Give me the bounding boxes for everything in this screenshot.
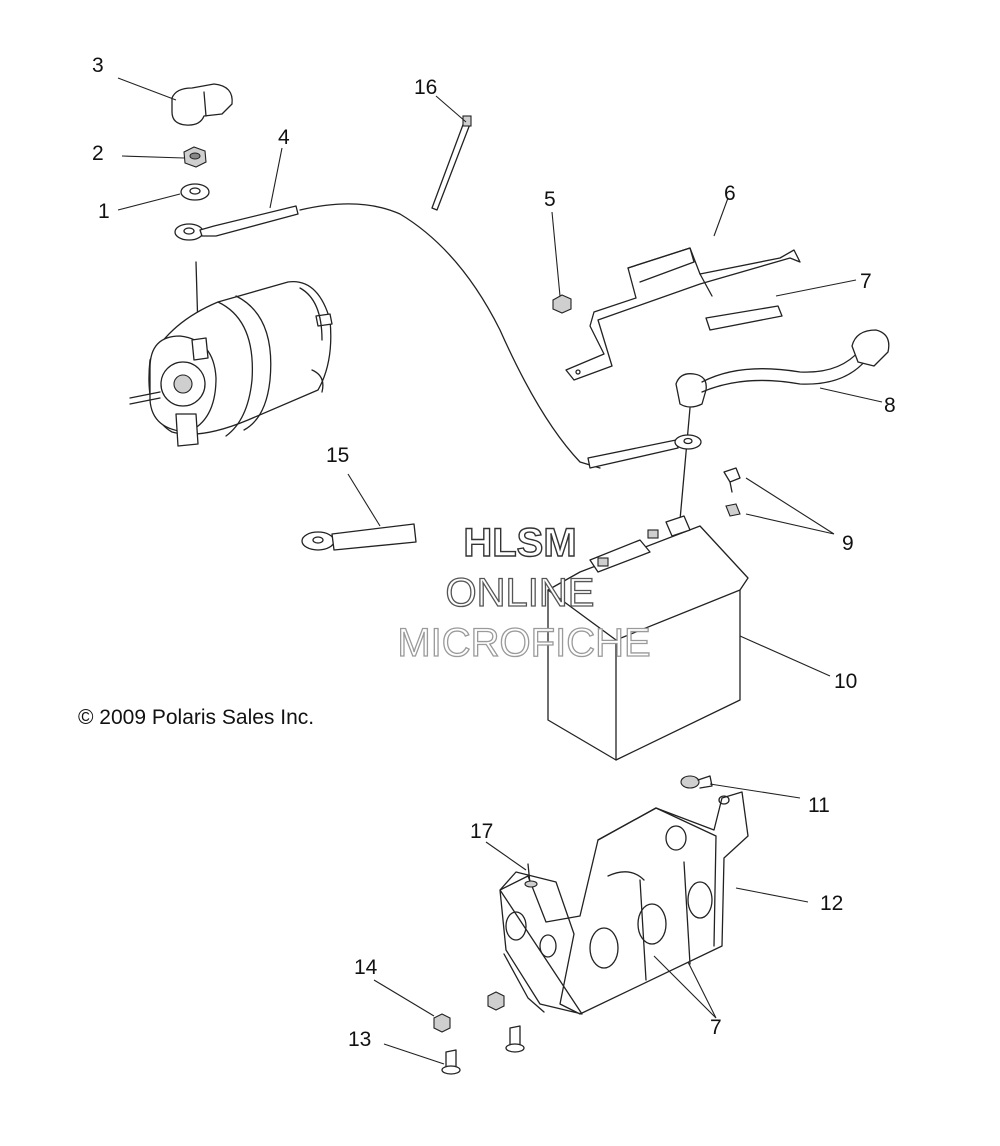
- part-15-negative-cable: [301, 523, 417, 551]
- callout-10: 10: [834, 670, 857, 693]
- callout-15: 15: [326, 444, 349, 467]
- part-12-battery-tray: [499, 791, 749, 1015]
- copyright-notice: © 2009 Polaris Sales Inc.: [78, 706, 314, 729]
- callout-7-lower: 7: [710, 1016, 722, 1039]
- part-4-starter-cable: [174, 203, 601, 469]
- callout-1: 1: [98, 200, 110, 223]
- part-9-bolt-and-nut: [723, 467, 741, 517]
- watermark-line-3: MICROFICHE: [397, 621, 650, 665]
- part-7-pad-upper: [705, 305, 783, 331]
- callout-7-upper: 7: [860, 270, 872, 293]
- callout-6: 6: [724, 182, 736, 205]
- starter-motor: [129, 281, 333, 447]
- callout-12: 12: [820, 892, 843, 915]
- callout-4: 4: [278, 126, 290, 149]
- part-11-bolt: [680, 775, 713, 789]
- leader-lines: [117, 77, 883, 1065]
- callout-14: 14: [354, 956, 378, 979]
- part-14-nut: [433, 991, 505, 1033]
- part-13-bolt: [441, 1025, 525, 1075]
- watermark: HLSM ONLINE MICROFICHE: [397, 520, 652, 665]
- part-2-hex-nut: [183, 146, 207, 168]
- callout-5: 5: [544, 188, 556, 211]
- part-5-nut: [552, 294, 572, 314]
- callout-8: 8: [884, 394, 896, 417]
- part-3-terminal-boot: [171, 83, 233, 126]
- callout-13: 13: [348, 1028, 371, 1051]
- callout-11: 11: [808, 794, 830, 817]
- callout-16: 16: [414, 76, 437, 99]
- part-10-battery: [547, 515, 749, 761]
- watermark-line-1: HLSM: [463, 521, 576, 565]
- callout-3: 3: [92, 54, 104, 77]
- watermark-line-2: ONLINE: [446, 571, 595, 615]
- callout-2: 2: [92, 142, 104, 165]
- cable-end-positive: [587, 434, 702, 469]
- part-1-washer: [180, 183, 210, 201]
- callout-17: 17: [470, 820, 493, 843]
- part-16-cable-tie: [431, 115, 472, 211]
- callout-9: 9: [842, 532, 854, 555]
- part-6-bracket: [565, 247, 801, 381]
- part-8-battery-cable: [675, 329, 890, 521]
- callouts: 1 2 3 4 5 6 7 8 9 10 11 12 13 14 15 16 1…: [92, 54, 896, 1051]
- part-17-stud: [524, 863, 538, 888]
